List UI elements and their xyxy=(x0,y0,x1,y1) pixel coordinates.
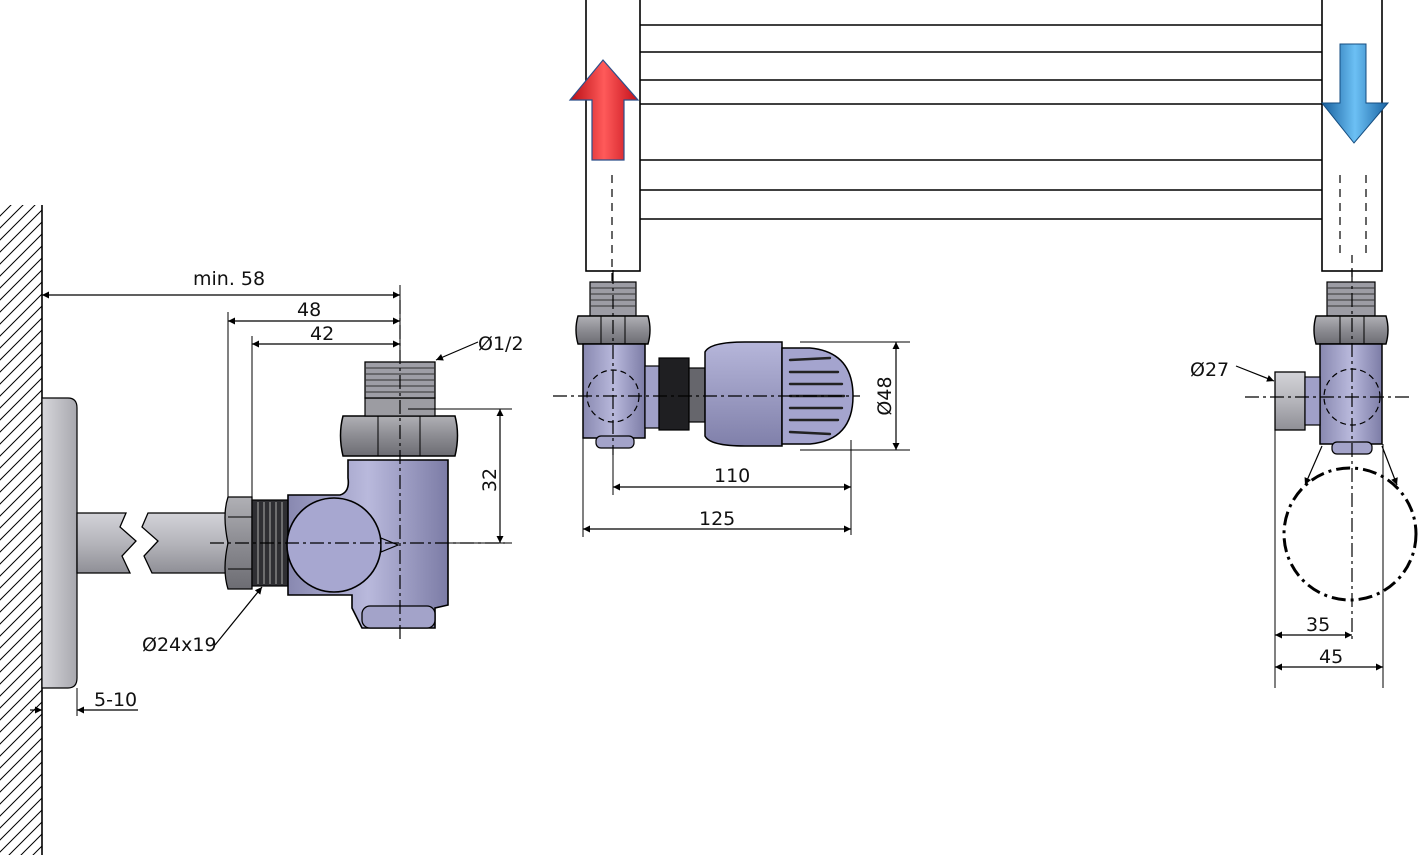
dim-48-label: 48 xyxy=(297,299,321,321)
dim-35-label: 35 xyxy=(1306,614,1330,636)
return-valve-view: Ø27 35 45 xyxy=(1190,268,1418,688)
dim-42-label: 42 xyxy=(310,323,334,345)
dim-125-label: 125 xyxy=(699,508,735,530)
side-view: min. 58 48 42 Ø1/2 32 Ø24x19 5-10 xyxy=(0,205,524,855)
pipe-size-label: Ø24x19 xyxy=(142,634,217,656)
cap-diameter-label: Ø27 xyxy=(1190,359,1229,381)
dim-110-label: 110 xyxy=(714,465,750,487)
wall-gap-label: 5-10 xyxy=(94,689,137,711)
towel-radiator xyxy=(568,0,1390,285)
wall-hatch xyxy=(0,205,42,855)
return-valve-body xyxy=(1319,343,1383,445)
dim-45-label: 45 xyxy=(1319,646,1343,668)
dim-min58-label: min. 58 xyxy=(193,268,265,290)
front-view: Ø48 110 125 xyxy=(553,270,910,537)
dim-32-label: 32 xyxy=(479,468,501,492)
thermostat-ring xyxy=(658,357,690,431)
wall-plate xyxy=(41,397,78,689)
valve-hex-nut xyxy=(339,415,459,457)
thread-size-label: Ø1/2 xyxy=(478,333,524,355)
pipe-section-circle xyxy=(1282,466,1418,602)
arrow-down-icon xyxy=(1320,43,1390,144)
thermostatic-head xyxy=(704,341,783,447)
valve-port-disc xyxy=(286,497,382,593)
return-cap xyxy=(1274,371,1306,431)
arrow-up-icon xyxy=(568,59,640,161)
pipe-segment-left xyxy=(76,512,137,574)
head-diameter-label: Ø48 xyxy=(874,376,896,415)
return-hex-nut xyxy=(1313,315,1389,345)
front-valve-body xyxy=(582,343,646,439)
